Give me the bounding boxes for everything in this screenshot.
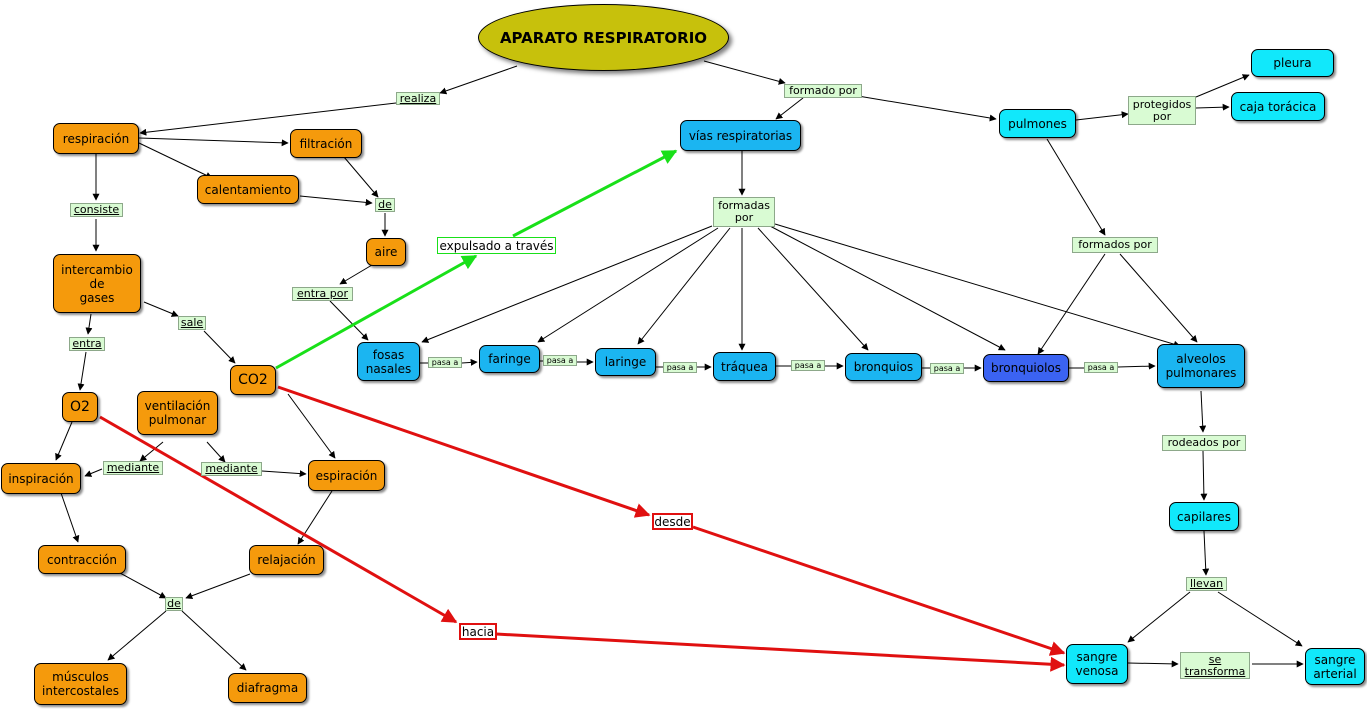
- link-mediante-espiracion-text: mediante: [205, 462, 258, 475]
- node-relajacion[interactable]: relajación: [249, 545, 324, 575]
- link-llevan[interactable]: llevan: [1186, 577, 1227, 591]
- link-protegidos-por[interactable]: protegidos por: [1128, 96, 1196, 125]
- link-mediante-inspiracion[interactable]: mediante: [103, 461, 163, 475]
- link-consiste[interactable]: consiste: [70, 203, 123, 217]
- link-entra-text: entra: [72, 337, 102, 350]
- link-llevan-text: llevan: [1189, 577, 1224, 590]
- node-diafragma[interactable]: diafragma: [228, 673, 307, 703]
- node-sangre-arterial[interactable]: sangre arterial: [1305, 648, 1365, 685]
- link-rodeados-por[interactable]: rodeados por: [1162, 435, 1246, 451]
- root-concept[interactable]: APARATO RESPIRATORIO: [478, 4, 729, 71]
- node-fosas-nasales[interactable]: fosas nasales: [357, 342, 420, 381]
- node-espiracion[interactable]: espiración: [308, 460, 385, 491]
- link-mediante-espiracion[interactable]: mediante: [201, 462, 262, 476]
- node-caja-toracica[interactable]: caja torácica: [1231, 92, 1325, 121]
- link-pasa-a-1[interactable]: pasa a: [428, 357, 462, 368]
- link-pasa-a-5[interactable]: pasa a: [930, 363, 964, 374]
- link-pasa-a-4[interactable]: pasa a: [791, 360, 825, 371]
- node-ventilacion-pulmonar[interactable]: ventilación pulmonar: [137, 391, 218, 435]
- node-pulmones[interactable]: pulmones: [999, 109, 1076, 138]
- link-formado-por[interactable]: formado por: [784, 84, 862, 98]
- node-calentamiento[interactable]: calentamiento: [197, 175, 299, 204]
- node-alveolos-pulmonares[interactable]: alveolos pulmonares: [1157, 344, 1245, 388]
- link-sale-text: sale: [180, 316, 204, 329]
- node-capilares[interactable]: capilares: [1169, 502, 1239, 531]
- node-aire[interactable]: aire: [366, 238, 406, 266]
- link-desde[interactable]: desde: [652, 513, 693, 530]
- link-sale[interactable]: sale: [178, 316, 206, 330]
- node-bronquios[interactable]: bronquios: [845, 353, 922, 381]
- link-realiza-text: realiza: [399, 91, 437, 105]
- node-faringe[interactable]: faringe: [479, 345, 540, 373]
- link-de-musculos-text: de: [167, 597, 181, 610]
- link-pasa-a-3[interactable]: pasa a: [663, 362, 697, 373]
- node-bronquiolos[interactable]: bronquiolos: [983, 354, 1069, 382]
- link-hacia[interactable]: hacia: [459, 623, 497, 640]
- node-vias-respiratorias[interactable]: vías respiratorias: [680, 120, 801, 151]
- link-entra-por-text: entra por: [296, 287, 349, 300]
- root-title: APARATO RESPIRATORIO: [499, 28, 708, 47]
- node-traquea[interactable]: tráquea: [713, 352, 776, 381]
- node-filtracion[interactable]: filtración: [290, 129, 362, 158]
- link-consiste-text: consiste: [73, 203, 120, 216]
- link-de-musculos[interactable]: de: [165, 597, 183, 611]
- link-formadas-por[interactable]: formadas por: [713, 197, 775, 227]
- link-entra-por[interactable]: entra por: [292, 287, 353, 301]
- node-musculos-intercostales[interactable]: músculos intercostales: [34, 663, 127, 705]
- node-intercambio-gases[interactable]: intercambio de gases: [53, 254, 141, 313]
- node-pleura[interactable]: pleura: [1251, 49, 1334, 77]
- node-respiracion[interactable]: respiración: [53, 123, 139, 154]
- node-contraccion[interactable]: contracción: [38, 545, 126, 574]
- link-se-transforma-text: se transforma: [1184, 652, 1246, 678]
- link-formados-por[interactable]: formados por: [1072, 237, 1158, 253]
- node-sangre-venosa[interactable]: sangre venosa: [1066, 644, 1128, 684]
- link-pasa-a-2[interactable]: pasa a: [543, 355, 577, 366]
- node-o2[interactable]: O2: [62, 392, 98, 422]
- link-se-transforma[interactable]: se transforma: [1180, 652, 1250, 679]
- link-de-aire-text: de: [378, 198, 392, 211]
- node-inspiracion[interactable]: inspiración: [1, 463, 81, 494]
- link-pasa-a-6[interactable]: pasa a: [1084, 362, 1118, 373]
- link-realiza[interactable]: realiza: [396, 92, 440, 105]
- link-mediante-inspiracion-text: mediante: [106, 461, 160, 474]
- node-co2[interactable]: CO2: [230, 365, 276, 395]
- node-laringe[interactable]: laringe: [595, 348, 656, 376]
- link-de-aire[interactable]: de: [375, 198, 395, 212]
- link-expulsado-a-traves[interactable]: expulsado a través: [437, 237, 556, 254]
- link-entra[interactable]: entra: [69, 337, 105, 351]
